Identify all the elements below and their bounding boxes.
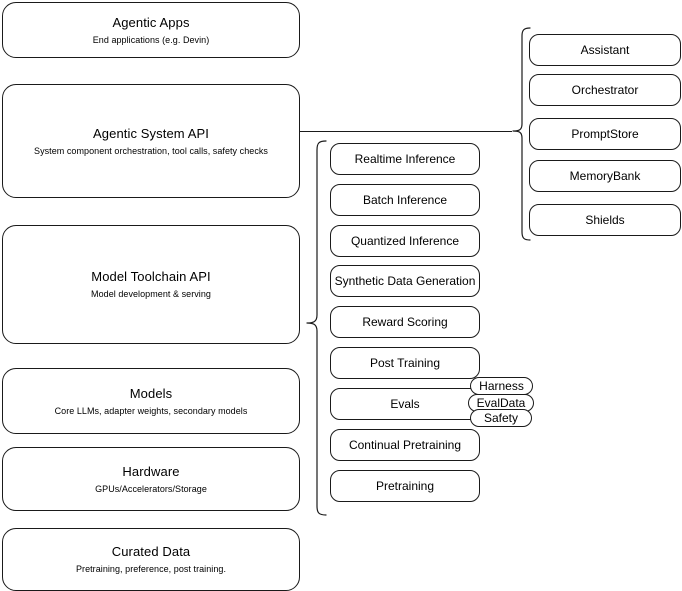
layer-subtitle: System component orchestration, tool cal… — [34, 145, 268, 156]
right-group-brace — [512, 27, 531, 241]
connector-agentic-system-api-to-right-group — [300, 131, 512, 132]
component-box-promptstore[interactable]: PromptStore — [529, 118, 681, 150]
capability-box-synthetic-data-generation[interactable]: Synthetic Data Generation — [330, 265, 480, 297]
eval-pill-evaldata[interactable]: EvalData — [468, 394, 534, 412]
capability-box-post-training[interactable]: Post Training — [330, 347, 480, 379]
eval-pill-label: Harness — [479, 378, 524, 393]
component-label: Orchestrator — [571, 83, 639, 97]
middle-group-brace — [306, 140, 327, 516]
layer-subtitle: Model development & serving — [91, 289, 211, 299]
layer-box-models[interactable]: Models Core LLMs, adapter weights, secon… — [2, 368, 300, 434]
layer-title: Curated Data — [111, 544, 191, 559]
layer-subtitle: GPUs/Accelerators/Storage — [95, 483, 207, 494]
component-box-shields[interactable]: Shields — [529, 204, 681, 236]
component-label: Shields — [585, 213, 625, 227]
component-box-assistant[interactable]: Assistant — [529, 34, 681, 66]
capability-label: Continual Pretraining — [348, 438, 462, 452]
component-box-orchestrator[interactable]: Orchestrator — [529, 74, 681, 106]
capability-box-realtime-inference[interactable]: Realtime Inference — [330, 143, 480, 175]
capability-box-reward-scoring[interactable]: Reward Scoring — [330, 306, 480, 338]
layer-title: Model Toolchain API — [91, 269, 211, 284]
layer-title: Models — [129, 385, 173, 401]
capability-label: Pretraining — [375, 479, 435, 493]
layer-box-agentic-system-api[interactable]: Agentic System API System component orch… — [2, 84, 300, 198]
eval-pill-label: Safety — [483, 410, 519, 425]
capability-label: Reward Scoring — [362, 315, 448, 329]
layer-title: Hardware — [122, 463, 180, 479]
capability-box-quantized-inference[interactable]: Quantized Inference — [330, 225, 480, 257]
layer-box-agentic-apps[interactable]: Agentic Apps End applications (e.g. Devi… — [2, 2, 300, 58]
capability-label: Synthetic Data Generation — [334, 274, 476, 288]
layer-subtitle: Pretraining, preference, post training. — [75, 564, 227, 574]
capability-box-batch-inference[interactable]: Batch Inference — [330, 184, 480, 216]
eval-pill-harness[interactable]: Harness — [470, 377, 533, 395]
eval-pill-label: EvalData — [476, 395, 526, 410]
component-box-memorybank[interactable]: MemoryBank — [529, 160, 681, 192]
capability-label: Batch Inference — [362, 193, 448, 207]
eval-pill-safety[interactable]: Safety — [470, 409, 532, 427]
capability-box-continual-pretraining[interactable]: Continual Pretraining — [330, 429, 480, 461]
capability-label: Post Training — [369, 356, 441, 370]
layer-title: Agentic System API — [93, 125, 209, 141]
capability-box-evals[interactable]: Evals — [330, 388, 480, 420]
capability-label: Evals — [390, 397, 420, 411]
layer-title: Agentic Apps — [112, 14, 190, 30]
layer-box-model-toolchain-api[interactable]: Model Toolchain API Model development & … — [2, 225, 300, 344]
component-label: PromptStore — [571, 127, 639, 141]
layer-subtitle: End applications (e.g. Devin) — [92, 34, 210, 45]
capability-label: Quantized Inference — [350, 234, 460, 248]
component-label: MemoryBank — [569, 169, 641, 183]
layer-box-curated-data[interactable]: Curated Data Pretraining, preference, po… — [2, 528, 300, 591]
layer-subtitle: Core LLMs, adapter weights, secondary mo… — [54, 405, 248, 416]
capability-box-pretraining[interactable]: Pretraining — [330, 470, 480, 502]
layer-box-hardware[interactable]: Hardware GPUs/Accelerators/Storage — [2, 447, 300, 511]
capability-label: Realtime Inference — [354, 152, 456, 166]
component-label: Assistant — [580, 43, 630, 57]
